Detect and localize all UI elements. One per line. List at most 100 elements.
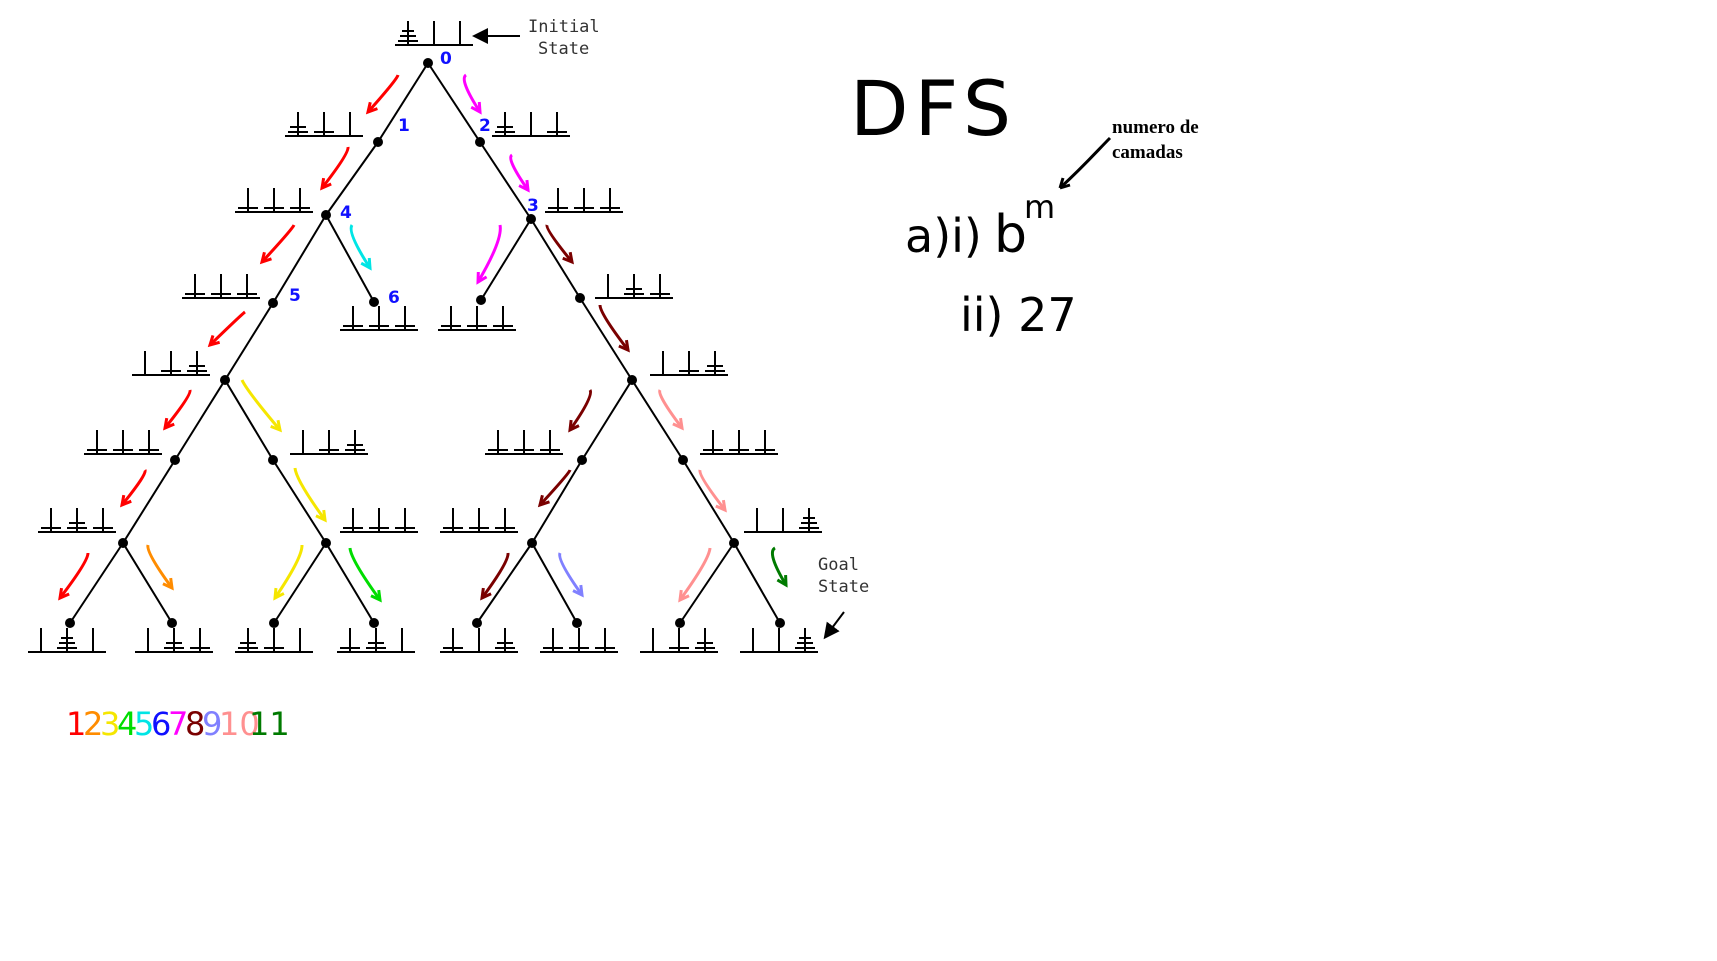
tree-edge xyxy=(224,379,274,461)
tree-edge xyxy=(631,379,684,461)
order-number-4: 4 xyxy=(340,203,352,223)
tree-edge xyxy=(272,459,327,544)
tree-node xyxy=(268,455,278,465)
legend-number: 6 xyxy=(151,705,171,743)
traversal-arrow-icon xyxy=(348,547,382,603)
tree-node xyxy=(775,618,785,628)
legend-number: 1 xyxy=(66,705,86,743)
tree-edge xyxy=(174,379,226,461)
tree-node xyxy=(423,58,433,68)
order-number-3: 3 xyxy=(527,196,539,216)
annotation-pointer xyxy=(1058,136,1112,190)
tree-node xyxy=(675,618,685,628)
legend-number: 3 xyxy=(100,705,120,743)
traversal-arrow-icon xyxy=(698,469,727,513)
tree-node xyxy=(526,214,536,224)
tree-edge xyxy=(479,141,532,220)
traversal-arrow-icon xyxy=(163,389,192,431)
tree-edge xyxy=(679,542,735,624)
answer-i-exponent: m xyxy=(1024,188,1055,226)
hanoi-state-icon xyxy=(485,430,563,455)
tree-edge xyxy=(530,218,581,299)
tree-node xyxy=(373,137,383,147)
order-number-0: 0 xyxy=(440,49,452,69)
traversal-arrow-icon xyxy=(658,389,684,431)
tree-edge xyxy=(69,542,124,624)
initial-state-line-1: Initial xyxy=(528,17,600,37)
hanoi-state-icon xyxy=(28,628,106,653)
initial-state-label: Initial State xyxy=(472,17,600,59)
hanoi-state-icon xyxy=(640,628,718,653)
tree-node xyxy=(65,618,75,628)
tree-edge xyxy=(272,214,327,304)
tree-node xyxy=(220,375,230,385)
hanoi-state-icon xyxy=(700,430,778,455)
traversal-arrow-icon xyxy=(259,224,296,265)
hanoi-state-icon xyxy=(744,508,822,533)
annotation-line-1: numero de xyxy=(1112,117,1199,138)
answer-i-prefix: a)i) xyxy=(905,209,982,263)
tree-node xyxy=(572,618,582,628)
traversal-arrow-icon xyxy=(480,552,510,601)
hanoi-state-icon xyxy=(540,628,618,653)
traversal-arrow-icon xyxy=(349,224,372,271)
hanoi-state-icon xyxy=(235,188,313,213)
traversal-arrow-icon xyxy=(568,389,593,433)
hanoi-state-icon xyxy=(340,508,418,533)
traversal-arrow-icon xyxy=(545,224,574,265)
traversal-arrow-icon xyxy=(273,544,304,601)
tree-edge xyxy=(579,297,633,381)
answer-ii: ii) 27 xyxy=(960,288,1077,342)
hanoi-state-icon xyxy=(38,508,116,533)
hanoi-state-icon xyxy=(440,628,518,653)
order-number-1: 1 xyxy=(398,116,410,136)
traversal-arrow-icon xyxy=(120,469,147,508)
hanoi-state-icon xyxy=(132,351,210,376)
tree-node xyxy=(321,210,331,220)
initial-state-line-2: State xyxy=(538,39,589,59)
tree-edge xyxy=(427,62,481,143)
hanoi-state-icon xyxy=(235,628,313,653)
legend-number: 2 xyxy=(83,705,103,743)
hanoi-state-icon xyxy=(135,628,213,653)
order-number-5: 5 xyxy=(289,286,301,306)
traversal-arrow-icon xyxy=(476,224,502,285)
traversal-arrow-icon xyxy=(598,304,630,353)
legend-number: 11 xyxy=(249,705,290,743)
answer-i-value: b xyxy=(994,205,1027,265)
order-number-6: 6 xyxy=(388,288,400,308)
tree-edge xyxy=(224,302,274,381)
tree-node xyxy=(678,455,688,465)
tree-edge xyxy=(476,542,533,624)
hanoi-state-icon xyxy=(595,274,673,299)
tree-node xyxy=(627,375,637,385)
tree-edge xyxy=(273,542,327,624)
visit-order-numbers: 0 1 2 3 4 5 6 xyxy=(289,49,539,308)
notes: DFS a)i) b m ii) 27 numero de camadas xyxy=(850,64,1199,342)
goal-state-line-2: State xyxy=(818,577,869,597)
legend-number: 7 xyxy=(168,705,188,743)
tree-edge xyxy=(733,542,781,624)
tree-edge xyxy=(480,218,532,301)
tree-edge xyxy=(325,141,379,216)
tree-node xyxy=(369,618,379,628)
goal-state-line-1: Goal xyxy=(818,555,859,575)
hanoi-state-icon xyxy=(740,628,818,653)
traversal-arrow-icon xyxy=(678,547,712,603)
state-icons xyxy=(28,21,822,653)
tree-node xyxy=(577,455,587,465)
hanoi-state-icon xyxy=(440,508,518,533)
tree-edge xyxy=(581,379,633,461)
tree-node xyxy=(321,538,331,548)
traversal-arrow-icon xyxy=(509,153,530,193)
traversal-arrow-icon xyxy=(58,552,90,601)
tree-edge xyxy=(325,214,375,303)
hanoi-state-icon xyxy=(395,21,473,46)
tree-node xyxy=(167,618,177,628)
hanoi-state-icon xyxy=(182,274,260,299)
traversal-arrow-icon xyxy=(558,552,584,598)
tree-edge xyxy=(682,459,735,544)
tree-node xyxy=(170,455,180,465)
